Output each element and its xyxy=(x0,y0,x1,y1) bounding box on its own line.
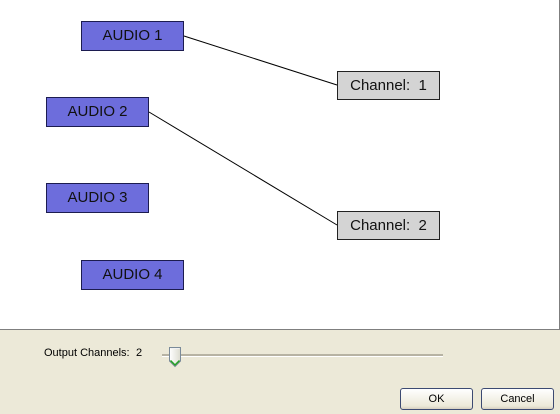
connection-lines xyxy=(148,35,338,226)
connection-audio2-channel2 xyxy=(148,111,338,226)
connection-audio1-channel1 xyxy=(183,35,338,86)
cancel-button[interactable]: Cancel xyxy=(481,388,554,410)
routing-canvas[interactable]: AUDIO 1 AUDIO 2 AUDIO 3 AUDIO 4 Channel:… xyxy=(0,0,560,330)
audio-input-2[interactable]: AUDIO 2 xyxy=(46,97,149,127)
audio-input-4[interactable]: AUDIO 4 xyxy=(81,260,184,290)
ok-button[interactable]: OK xyxy=(400,388,473,410)
audio-input-1[interactable]: AUDIO 1 xyxy=(81,21,184,51)
output-channels-slider[interactable] xyxy=(162,354,443,357)
slider-thumb[interactable] xyxy=(168,346,182,368)
audio-input-3[interactable]: AUDIO 3 xyxy=(46,183,149,213)
output-channel-2[interactable]: Channel: 2 xyxy=(337,211,440,240)
output-channel-1[interactable]: Channel: 1 xyxy=(337,71,440,100)
output-channels-value: 2 xyxy=(136,347,143,359)
output-channels-label: Output Channels: xyxy=(44,347,130,359)
